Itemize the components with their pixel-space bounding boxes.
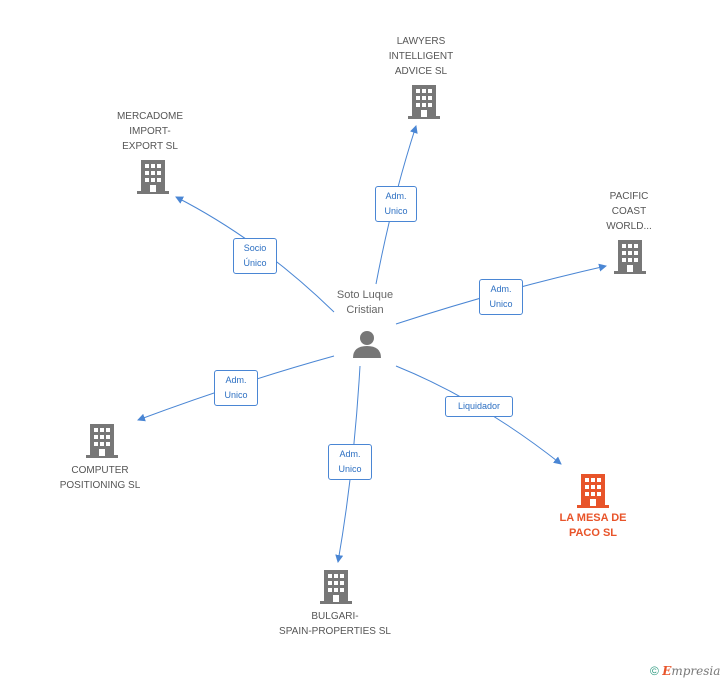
edge-label-computer[interactable]: Adm. Unico xyxy=(214,370,258,406)
edge-label-pacific[interactable]: Adm. Unico xyxy=(479,279,523,315)
edge-label-bulgari[interactable]: Adm. Unico xyxy=(328,444,372,480)
edge-label-lawyers[interactable]: Adm. Unico xyxy=(375,186,417,222)
building-icon[interactable] xyxy=(86,424,118,463)
building-icon[interactable] xyxy=(614,240,646,279)
node-label-bulgari[interactable]: BULGARI- SPAIN-PROPERTIES SL xyxy=(279,611,391,637)
center-person-name[interactable]: Soto Luque Cristian xyxy=(336,289,394,316)
edge-label-mercadome[interactable]: Socio Único xyxy=(233,238,277,274)
brand-footer[interactable]: © Empresia xyxy=(650,664,720,678)
node-label-mercadome[interactable]: MERCADOME IMPORT- EXPORT SL xyxy=(116,111,184,152)
brand-name: mpresia xyxy=(671,664,721,678)
brand-logo-initial: E xyxy=(662,664,672,678)
edge-label-lamesa[interactable]: Liquidador xyxy=(445,396,513,417)
copyright-icon: © xyxy=(650,664,659,678)
building-icon[interactable] xyxy=(320,570,352,609)
node-label-lamesa[interactable]: LA MESA DE PACO SL xyxy=(559,512,627,539)
building-icon[interactable] xyxy=(408,85,440,124)
person-icon[interactable] xyxy=(352,329,382,364)
node-label-computer[interactable]: COMPUTER POSITIONING SL xyxy=(59,465,141,491)
node-label-pacific[interactable]: PACIFIC COAST WORLD... xyxy=(606,191,652,232)
building-icon[interactable] xyxy=(137,160,169,199)
building-icon[interactable] xyxy=(577,474,609,513)
node-label-lawyers[interactable]: LAWYERS INTELLIGENT ADVICE SL xyxy=(388,36,454,77)
